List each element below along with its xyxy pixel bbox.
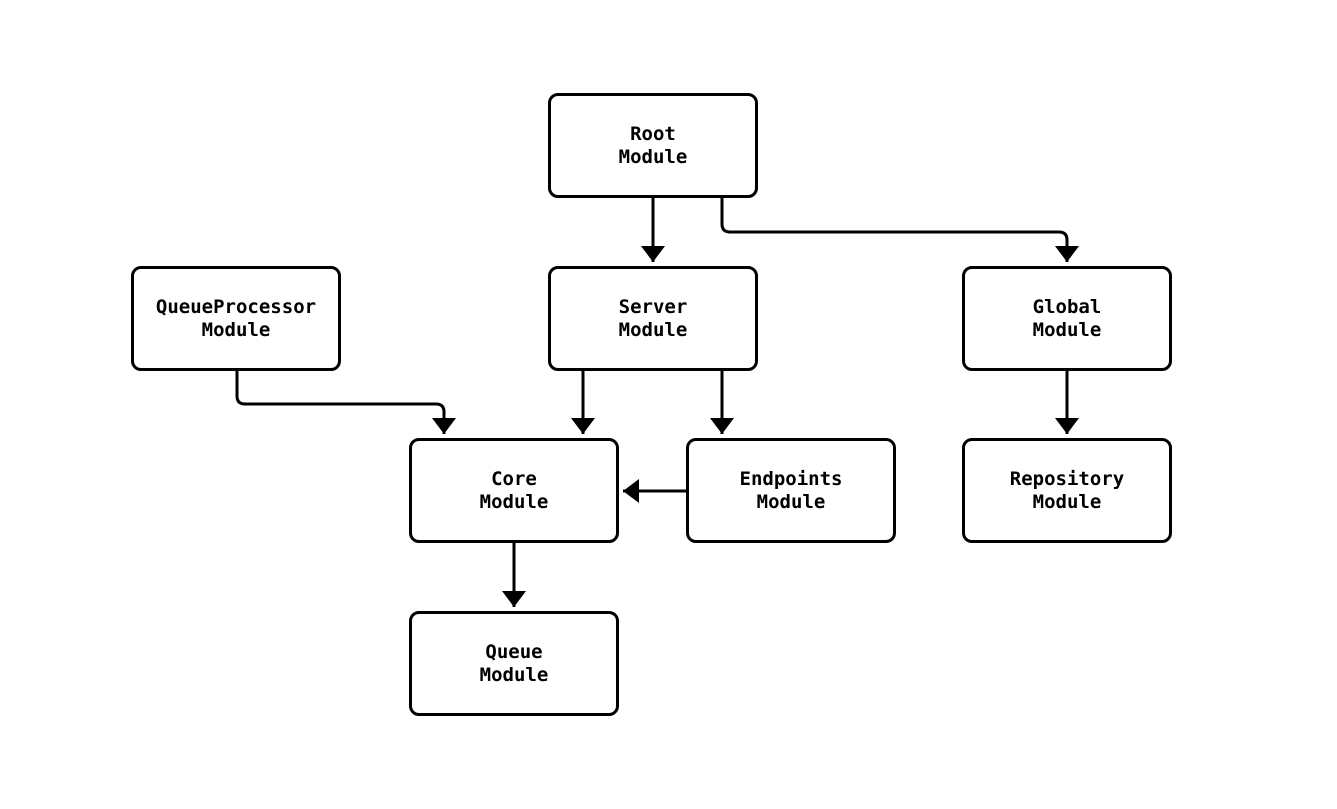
node-queueprocessor-module-label: QueueProcessor Module	[155, 295, 317, 341]
node-endpoints-module: Endpoints Module	[686, 438, 896, 543]
node-queue-module: Queue Module	[409, 611, 619, 716]
node-core-module-label: Core Module	[479, 467, 549, 513]
node-global-module: Global Module	[962, 266, 1172, 371]
node-endpoints-module-label: Endpoints Module	[739, 467, 843, 513]
node-server-module-label: Server Module	[618, 295, 688, 341]
node-queue-module-label: Queue Module	[479, 640, 549, 686]
node-queueprocessor-module: QueueProcessor Module	[131, 266, 341, 371]
edge-queueprocessor-to-core	[235, 371, 456, 434]
node-repository-module: Repository Module	[962, 438, 1172, 543]
node-root-module-label: Root Module	[618, 122, 688, 168]
edge-root-to-global	[720, 198, 1079, 262]
node-global-module-label: Global Module	[1032, 295, 1102, 341]
node-root-module: Root Module	[548, 93, 758, 198]
node-repository-module-label: Repository Module	[1009, 467, 1125, 513]
node-core-module: Core Module	[409, 438, 619, 543]
node-server-module: Server Module	[548, 266, 758, 371]
